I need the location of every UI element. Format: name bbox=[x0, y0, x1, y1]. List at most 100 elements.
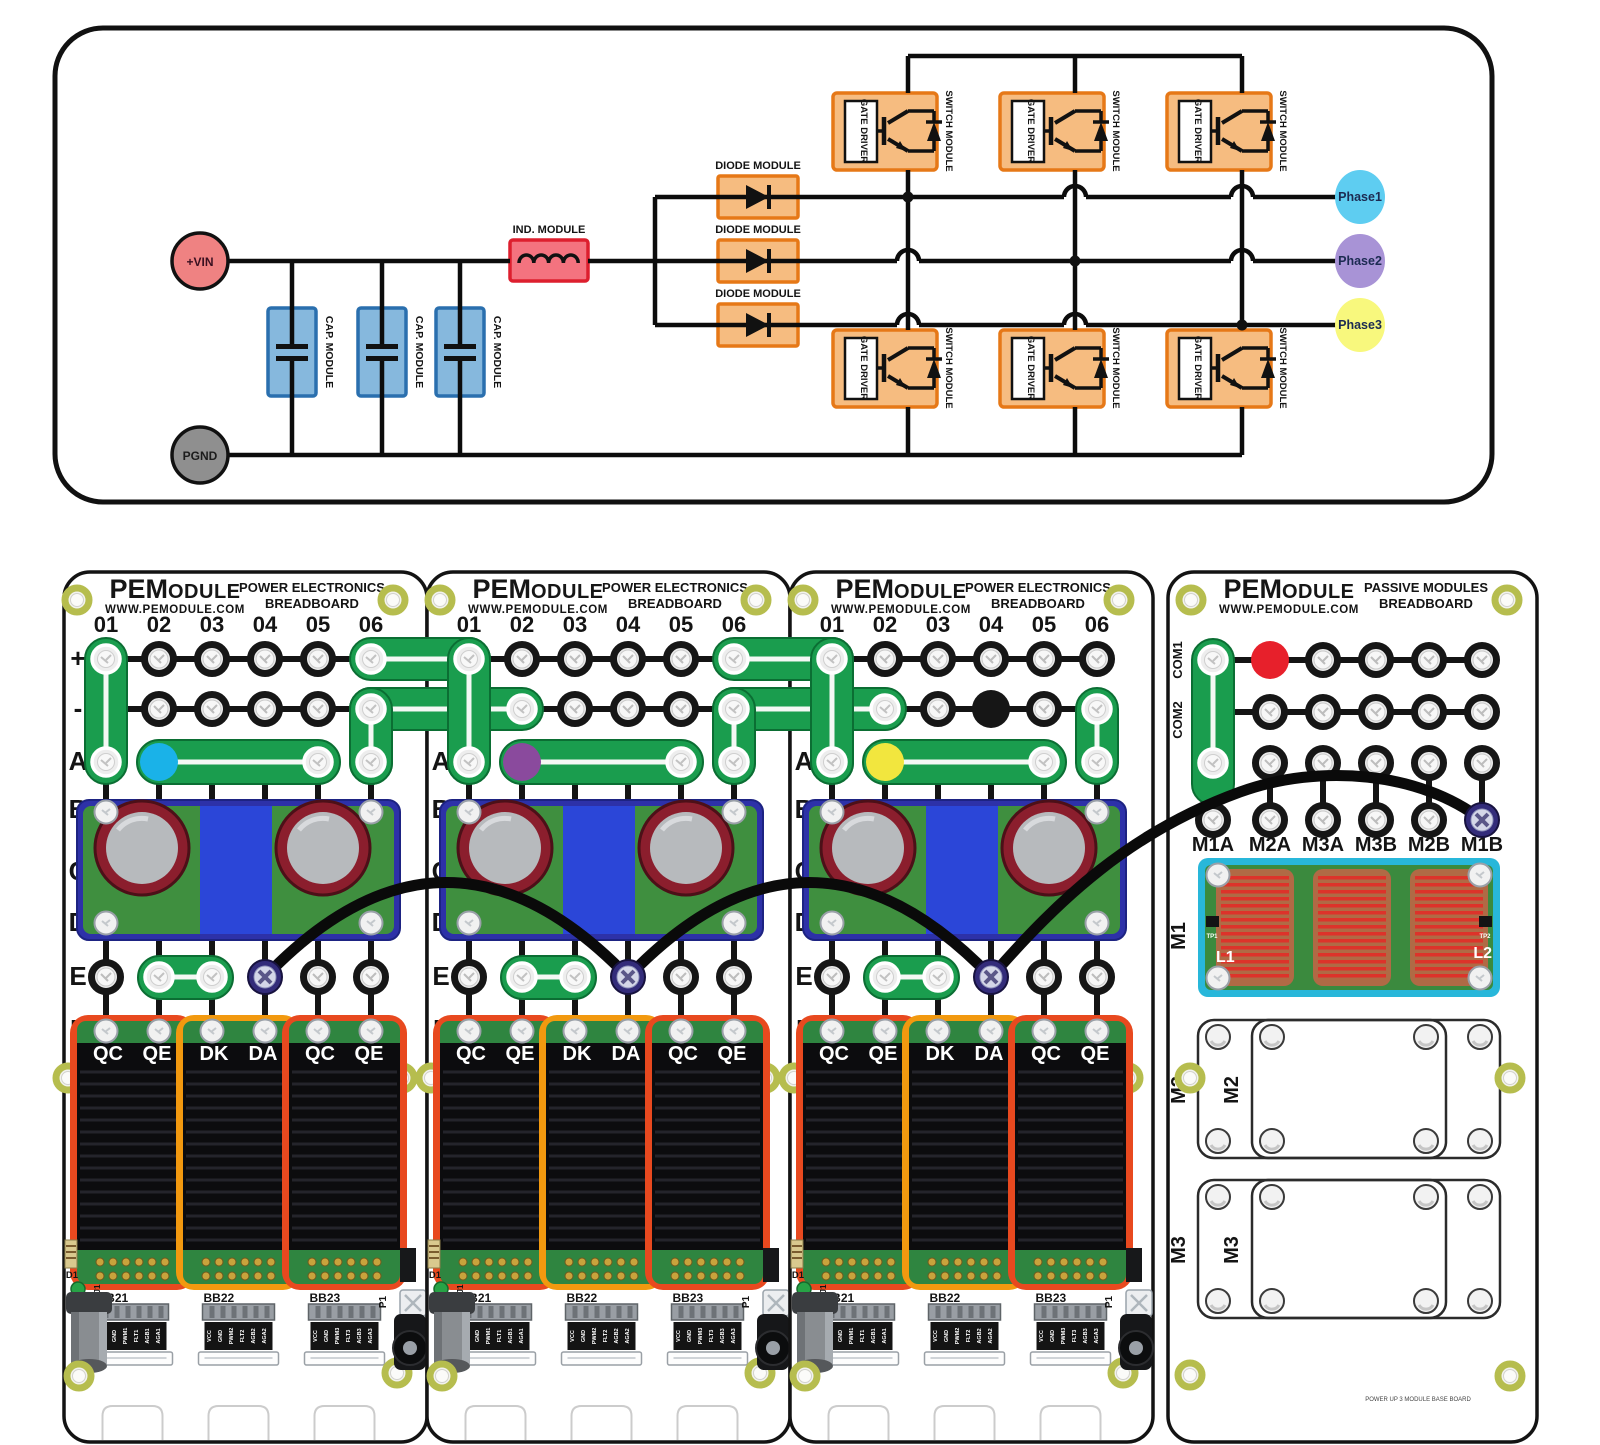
terminal[interactable] bbox=[504, 641, 540, 677]
busbar-terminal[interactable] bbox=[506, 961, 538, 993]
terminal[interactable] bbox=[1305, 694, 1341, 730]
terminal[interactable] bbox=[610, 691, 646, 727]
busbar-terminal[interactable] bbox=[1081, 746, 1113, 778]
terminal[interactable] bbox=[1411, 694, 1447, 730]
terminal[interactable] bbox=[867, 641, 903, 677]
terminal[interactable] bbox=[663, 959, 699, 995]
jumper-wire-1-2[interactable] bbox=[259, 877, 634, 983]
terminal[interactable] bbox=[247, 691, 283, 727]
terminal[interactable] bbox=[973, 641, 1009, 677]
terminal[interactable] bbox=[557, 691, 593, 727]
module-screw[interactable] bbox=[358, 1018, 384, 1044]
module-screw[interactable] bbox=[1031, 1018, 1057, 1044]
module-screw[interactable] bbox=[562, 1018, 588, 1044]
testpoint[interactable] bbox=[1479, 916, 1492, 927]
vin-node[interactable]: +VIN bbox=[170, 231, 230, 291]
jumper-wire-3-m1b[interactable] bbox=[985, 770, 1488, 983]
terminal[interactable] bbox=[1411, 802, 1447, 838]
terminal[interactable] bbox=[1195, 802, 1231, 838]
busbar-terminal[interactable] bbox=[665, 746, 697, 778]
busbar-terminal[interactable] bbox=[718, 746, 750, 778]
terminal[interactable] bbox=[1305, 802, 1341, 838]
busbar-terminal[interactable] bbox=[355, 746, 387, 778]
terminal[interactable] bbox=[141, 641, 177, 677]
potentiometer-knob[interactable] bbox=[1118, 1314, 1154, 1370]
terminal[interactable] bbox=[1464, 745, 1500, 781]
terminal[interactable] bbox=[1358, 802, 1394, 838]
terminal[interactable] bbox=[1252, 694, 1288, 730]
trimmer[interactable] bbox=[1125, 1289, 1153, 1317]
potentiometer-knob[interactable] bbox=[392, 1314, 428, 1370]
terminal[interactable] bbox=[194, 691, 230, 727]
module-screw[interactable] bbox=[819, 910, 845, 936]
terminal[interactable] bbox=[663, 641, 699, 677]
module-screw[interactable] bbox=[358, 910, 384, 936]
module-screw[interactable] bbox=[1467, 965, 1493, 991]
phase-node[interactable]: Phase2 bbox=[1335, 234, 1385, 288]
wire-terminal[interactable] bbox=[610, 959, 646, 995]
module-screw[interactable] bbox=[819, 799, 845, 825]
busbar-terminal[interactable] bbox=[718, 693, 750, 725]
phase-node[interactable]: Phase3 bbox=[1335, 298, 1385, 352]
busbar-terminal[interactable] bbox=[816, 746, 848, 778]
busbar-terminal[interactable] bbox=[453, 746, 485, 778]
wire-terminal[interactable] bbox=[1464, 802, 1500, 838]
diode-module[interactable]: DIODE MODULE bbox=[715, 224, 801, 284]
busbar-terminal[interactable] bbox=[869, 693, 901, 725]
module-screw[interactable] bbox=[1084, 1018, 1110, 1044]
module-screw[interactable] bbox=[1467, 862, 1493, 888]
terminal[interactable] bbox=[814, 959, 850, 995]
signal-connector[interactable]: BB21VCCGNDPWM1FLT1AGB1AGA1 bbox=[454, 1291, 537, 1366]
terminal[interactable] bbox=[1305, 642, 1341, 678]
busbar-terminal[interactable] bbox=[355, 643, 387, 675]
trimmer[interactable] bbox=[399, 1289, 427, 1317]
module-screw[interactable] bbox=[1084, 910, 1110, 936]
cap-bank-module[interactable] bbox=[439, 799, 764, 941]
busbar-terminal[interactable] bbox=[90, 643, 122, 675]
terminal[interactable] bbox=[920, 691, 956, 727]
inductor-module[interactable]: IND. MODULE bbox=[508, 224, 590, 283]
busbar-terminal[interactable] bbox=[922, 961, 954, 993]
terminal[interactable] bbox=[353, 959, 389, 995]
module-screw[interactable] bbox=[925, 1018, 951, 1044]
terminal[interactable] bbox=[920, 641, 956, 677]
barrel-jack[interactable] bbox=[429, 1292, 475, 1373]
busbar-terminal[interactable] bbox=[816, 643, 848, 675]
diode-module[interactable]: DIODE MODULE bbox=[715, 160, 801, 220]
barrel-jack[interactable] bbox=[792, 1292, 838, 1373]
cap-module[interactable]: CAP. MODULE bbox=[356, 306, 425, 398]
module-screw[interactable] bbox=[93, 1018, 119, 1044]
terminal[interactable] bbox=[1358, 642, 1394, 678]
module-screw[interactable] bbox=[1084, 799, 1110, 825]
module-screw[interactable] bbox=[1205, 965, 1231, 991]
terminal[interactable] bbox=[1411, 745, 1447, 781]
module-bay[interactable] bbox=[1196, 1018, 1502, 1160]
module-screw[interactable] bbox=[978, 1018, 1004, 1044]
terminal[interactable] bbox=[1252, 745, 1288, 781]
terminal[interactable] bbox=[1464, 694, 1500, 730]
busbar-terminal[interactable] bbox=[355, 693, 387, 725]
module-screw[interactable] bbox=[721, 1018, 747, 1044]
terminal[interactable] bbox=[451, 959, 487, 995]
module-screw[interactable] bbox=[456, 799, 482, 825]
cap-module[interactable]: CAP. MODULE bbox=[434, 306, 503, 398]
busbar-terminal[interactable] bbox=[302, 746, 334, 778]
phase-node[interactable]: Phase1 bbox=[1335, 170, 1385, 224]
terminal[interactable] bbox=[610, 641, 646, 677]
busbar-terminal[interactable] bbox=[143, 961, 175, 993]
module-screw[interactable] bbox=[93, 799, 119, 825]
terminal[interactable] bbox=[194, 641, 230, 677]
busbar-terminal[interactable] bbox=[1081, 693, 1113, 725]
module-screw[interactable] bbox=[615, 1018, 641, 1044]
terminal[interactable] bbox=[1079, 959, 1115, 995]
